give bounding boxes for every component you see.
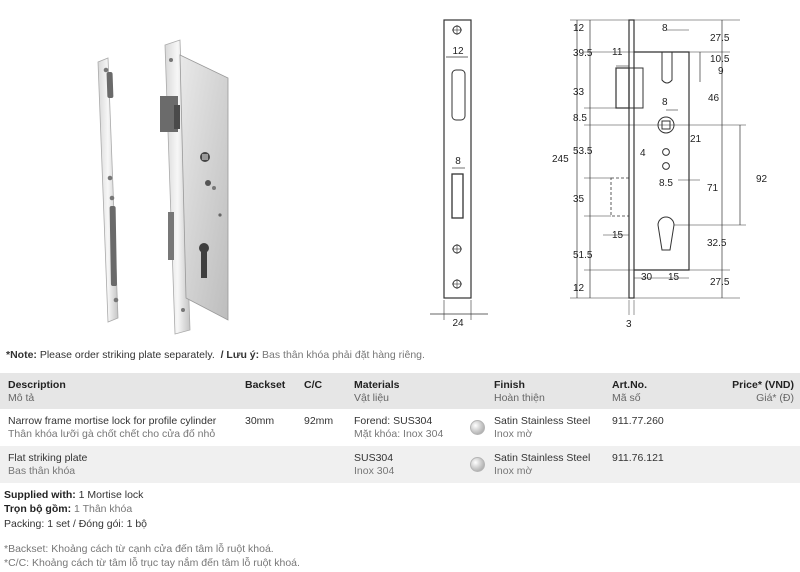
dim-label: 27.5 (710, 277, 730, 288)
cell-artno: 911.76.121 (612, 452, 664, 464)
side-view-drawing (570, 19, 746, 315)
note-text: Please order striking plate separately. (36, 349, 215, 361)
dim-label: 53.5 (573, 146, 593, 157)
mortise-lock-image (160, 39, 229, 335)
dim-label: 27.5 (710, 33, 730, 44)
finish-swatch-icon (470, 457, 485, 472)
dim-label: 33 (573, 87, 585, 98)
dim-label: 21 (690, 134, 702, 145)
note-sep: / Lưu ý: (220, 349, 260, 361)
cell-cc: 92mm (304, 415, 334, 427)
cell-backset: 30mm (245, 415, 275, 427)
dim-label: 71 (707, 183, 719, 194)
cell-description: Narrow frame mortise lock for profile cy… (8, 415, 217, 440)
supplied-with-vi: Trọn bộ gồm: 1 Thân khóa (4, 503, 133, 515)
dim-label: 8 (662, 23, 668, 34)
dim-label: 245 (552, 154, 569, 165)
packing-info: Packing: 1 set / Đóng gói: 1 bộ (4, 518, 148, 530)
front-view-drawing (430, 19, 488, 320)
note-text-vi: Bas thân khóa phải đặt hàng riêng. (259, 349, 425, 361)
dim-label: 24 (452, 318, 464, 329)
dim-label: 12 (573, 23, 585, 34)
dim-label: 4 (640, 148, 646, 159)
figure-area: 12 8 24 12 39.5 11 33 8.5 53.5 245 35 15… (97, 19, 768, 335)
dim-label: 8 (662, 97, 668, 108)
dim-label: 46 (708, 93, 720, 104)
supplied-with: Supplied with: 1 Mortise lock (4, 489, 144, 501)
dim-label: 8.5 (573, 113, 587, 124)
note-label: *Note: (6, 349, 37, 361)
dim-label: 32.5 (707, 238, 727, 249)
dim-label: 39.5 (573, 48, 593, 59)
finish-swatch-icon (470, 420, 485, 435)
cell-backset (245, 446, 304, 483)
col-header-backset: Backset (245, 379, 286, 391)
dim-label: 11 (612, 47, 623, 58)
dim-label: 8 (455, 156, 461, 167)
footnote-cc: *C/C: Khoảng cách từ tâm lỗ trục tay nắm… (4, 557, 300, 569)
col-header-swatch (468, 373, 494, 409)
dim-label: 3 (626, 319, 632, 330)
dim-label: 10.5 (710, 54, 730, 65)
dim-label: 8.5 (659, 178, 673, 189)
col-header-cc: C/C (304, 379, 323, 391)
cell-cc (304, 446, 354, 483)
dim-label: 92 (756, 174, 768, 185)
dim-label: 9 (718, 66, 724, 77)
cell-price (722, 409, 800, 446)
dim-label: 35 (573, 194, 585, 205)
cell-price (722, 446, 800, 483)
dim-label: 12 (573, 283, 585, 294)
dim-label: 12 (452, 46, 464, 57)
order-note: *Note: Please order striking plate separ… (6, 349, 425, 361)
dim-label: 30 (641, 272, 653, 283)
cell-swatch (468, 409, 494, 446)
table-row: Narrow frame mortise lock for profile cy… (0, 409, 800, 446)
dim-label: 51.5 (573, 250, 593, 261)
striking-plate-image (97, 57, 119, 323)
col-header-price: Price* (VND)Giá* (Đ) (732, 379, 794, 404)
footnote-backset: *Backset: Khoảng cách từ cạnh cửa đến tâ… (4, 543, 274, 555)
col-header-artno: Art.No.Mã số (612, 379, 647, 404)
dim-label: 15 (668, 272, 680, 283)
dim-label: 15 (612, 230, 624, 241)
cell-artno: 911.77.260 (612, 415, 664, 427)
cell-swatch (468, 446, 494, 483)
